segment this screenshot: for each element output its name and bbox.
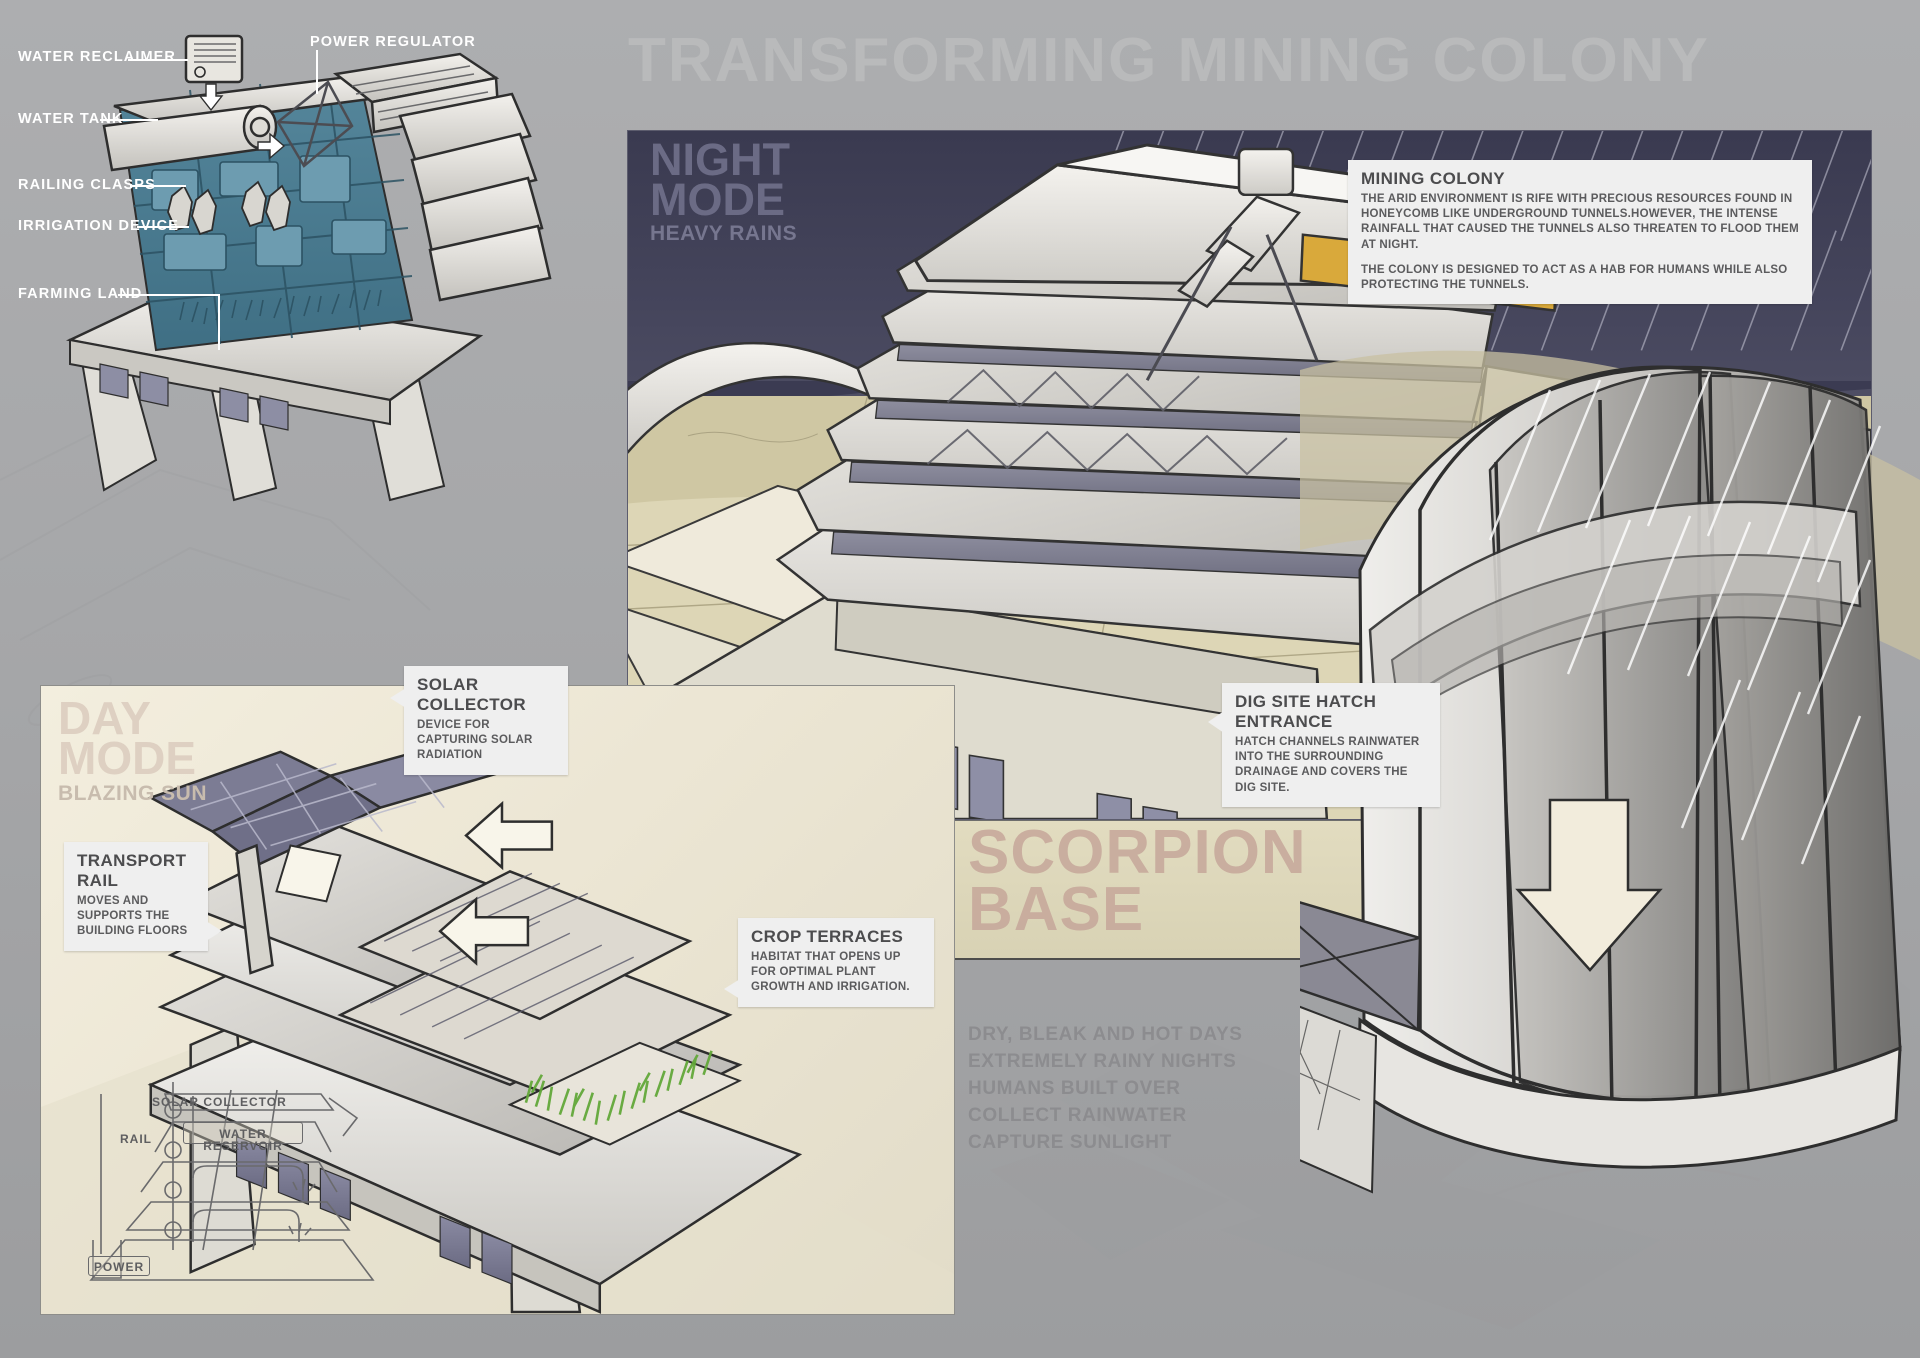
label-irrigation-device: IRRIGATION DEVICE xyxy=(18,218,180,234)
callout-title: MINING COLONY xyxy=(1361,169,1506,188)
callout-transport-rail: TRANSPORT RAIL MOVES AND SUPPORTS THE BU… xyxy=(64,842,222,951)
brand-bullet: DRY, BLEAK AND HOT DAYS xyxy=(968,1024,1243,1045)
brand-title-line2: BASE xyxy=(968,875,1145,945)
leader-water-reclaimer xyxy=(128,59,188,61)
night-mode-tag: NIGHT MODE HEAVY RAINS xyxy=(650,134,798,246)
label-power-regulator: POWER REGULATOR xyxy=(310,34,476,50)
leader-farming-land xyxy=(118,294,220,296)
leader-irrigation-device xyxy=(137,226,189,228)
page-title: TRANSFORMING MINING COLONY xyxy=(628,26,1710,95)
callout-solar-collector: SOLAR COLLECTOR DEVICE FOR CAPTURING SOL… xyxy=(390,666,568,775)
brand-bullet: COLLECT RAINWATER xyxy=(968,1104,1187,1126)
day-mode-subtitle: BLAZING SUN xyxy=(58,781,207,805)
callout-tail xyxy=(1208,711,1224,733)
label-water-reclaimer: WATER RECLAIMER xyxy=(18,49,177,65)
label-water-tank: WATER TANK xyxy=(18,111,124,127)
callout-paragraph: HABITAT THAT OPENS UP FOR OPTIMAL PLANT … xyxy=(751,951,910,994)
callout-dig-site-hatch-entrance: DIG SITE HATCH ENTRANCE HATCH CHANNELS R… xyxy=(1208,683,1440,807)
brand-title-line1: SCORPION xyxy=(968,818,1307,887)
callout-tail xyxy=(206,920,222,941)
callout-tail xyxy=(390,688,406,708)
system-schematic xyxy=(81,1054,381,1294)
callout-paragraph: HATCH CHANNELS RAINWATER INTO THE SURROU… xyxy=(1235,736,1420,794)
brand-bullet-list: DRY, BLEAK AND HOT DAYS EXTREMELY RAINY … xyxy=(968,1022,1243,1157)
leader-water-tank xyxy=(100,119,158,121)
callout-title: CROP TERRACES xyxy=(751,927,904,946)
callout-paragraph: DEVICE FOR CAPTURING SOLAR RADIATION xyxy=(417,719,533,762)
day-mode-tag: DAY MODE BLAZING SUN xyxy=(58,692,207,806)
night-mode-line2: MODE xyxy=(650,173,785,225)
cutaway-diagram xyxy=(60,20,560,520)
leader-railing-clasps xyxy=(130,185,186,187)
callout-mining-colony: MINING COLONY THE ARID ENVIRONMENT IS RI… xyxy=(1348,160,1812,305)
brand-bullet: CAPTURE SUNLIGHT xyxy=(968,1131,1172,1153)
callout-paragraph: THE ARID ENVIRONMENT IS RIFE WITH PRECIO… xyxy=(1361,193,1799,251)
callout-crop-terraces: CROP TERRACES HABITAT THAT OPENS UP FOR … xyxy=(724,918,934,1007)
day-mode-line1: DAY xyxy=(58,692,151,744)
callout-title: TRANSPORT RAIL xyxy=(77,851,187,890)
callout-title: SOLAR COLLECTOR xyxy=(417,675,527,714)
schematic-box-water-reservoir: WATER RESERVOIR xyxy=(183,1122,303,1152)
leader-farming-land-vertical xyxy=(218,294,220,350)
schematic-label-power: POWER xyxy=(93,1260,145,1274)
callout-title: DIG SITE HATCH ENTRANCE xyxy=(1235,692,1377,731)
day-mode-line2: MODE xyxy=(58,732,196,785)
schematic-label-water-reservoir: WATER RESERVOIR xyxy=(203,1127,283,1153)
brand-bullet: HUMANS BUILT OVER xyxy=(968,1077,1181,1099)
schematic-label-rail: RAIL xyxy=(120,1132,152,1146)
callout-paragraph: THE COLONY IS DESIGNED TO ACT AS A HAB F… xyxy=(1361,263,1788,291)
callout-tail xyxy=(724,978,740,999)
brand-bullet: EXTREMELY RAINY NIGHTS xyxy=(968,1050,1237,1072)
night-mode-line1: NIGHT xyxy=(650,134,790,185)
night-mode-subtitle: HEAVY RAINS xyxy=(650,222,798,246)
schematic-box-power: POWER xyxy=(88,1256,150,1276)
leader-power-regulator xyxy=(316,50,318,94)
label-railing-clasps: RAILING CLASPS xyxy=(18,177,156,193)
schematic-label-solar-collector: SOLAR COLLECTOR xyxy=(152,1095,287,1109)
brand-title: SCORPION BASE xyxy=(968,818,1307,945)
callout-paragraph: MOVES AND SUPPORTS THE BUILDING FLOORS xyxy=(77,895,188,938)
label-farming-land: FARMING LAND xyxy=(18,286,143,302)
